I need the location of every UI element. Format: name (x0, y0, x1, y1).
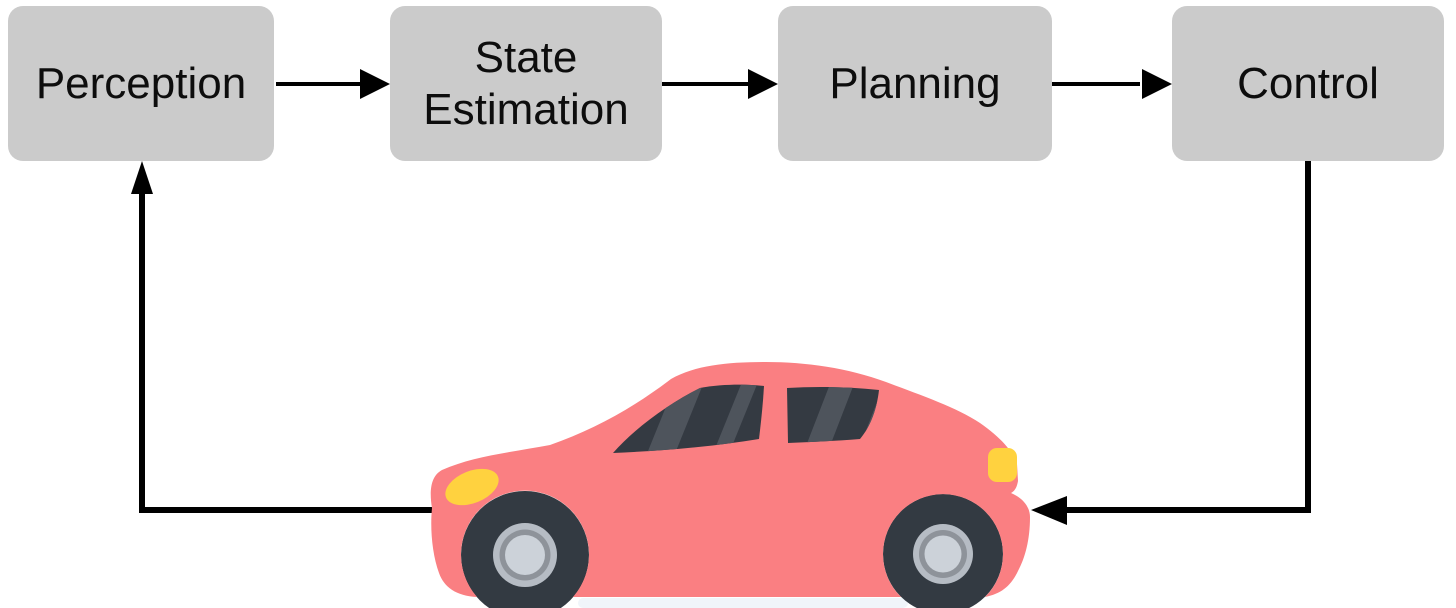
feedback-vehicle-to-perception (131, 161, 436, 513)
flow-box-state-estimation: State Estimation (390, 6, 662, 161)
arrowhead-right-icon (1142, 69, 1172, 99)
flow-box-control-label: Control (1237, 58, 1379, 108)
arrowhead-up-icon (131, 161, 153, 194)
arrow-perception-to-state-estimation (276, 69, 390, 99)
car-ground-shadow (578, 598, 908, 608)
arrow-state-estimation-to-planning (662, 69, 778, 99)
car-front-window-reflection-2 (712, 384, 758, 453)
flow-box-control: Control (1172, 6, 1444, 161)
arrowhead-right-icon (360, 69, 390, 99)
car-body (430, 362, 1031, 597)
car-headlight (445, 468, 499, 506)
car-illustration (430, 362, 1031, 608)
car-rear-wheel-rim-center (924, 535, 962, 573)
car-front-window-reflections (646, 384, 758, 453)
flow-box-perception: Perception (8, 6, 274, 161)
flow-box-planning-label: Planning (829, 58, 1001, 108)
arrow-planning-to-control (1052, 69, 1172, 99)
car-front-wheel-rim-center (505, 535, 545, 575)
car-rear-window-reflection-1 (806, 386, 854, 444)
arrowhead-right-icon (748, 69, 778, 99)
feedback-line-left (139, 194, 436, 513)
car-taillight (988, 448, 1017, 482)
feedback-control-to-vehicle (1031, 161, 1311, 525)
flow-box-planning: Planning (778, 6, 1052, 161)
car-front-window-reflection-1 (646, 384, 704, 453)
arrowhead-left-icon (1031, 496, 1067, 525)
flow-box-state-estimation-label: State Estimation (423, 33, 629, 134)
flow-box-perception-label: Perception (35, 58, 247, 108)
feedback-line-right (1066, 161, 1311, 513)
